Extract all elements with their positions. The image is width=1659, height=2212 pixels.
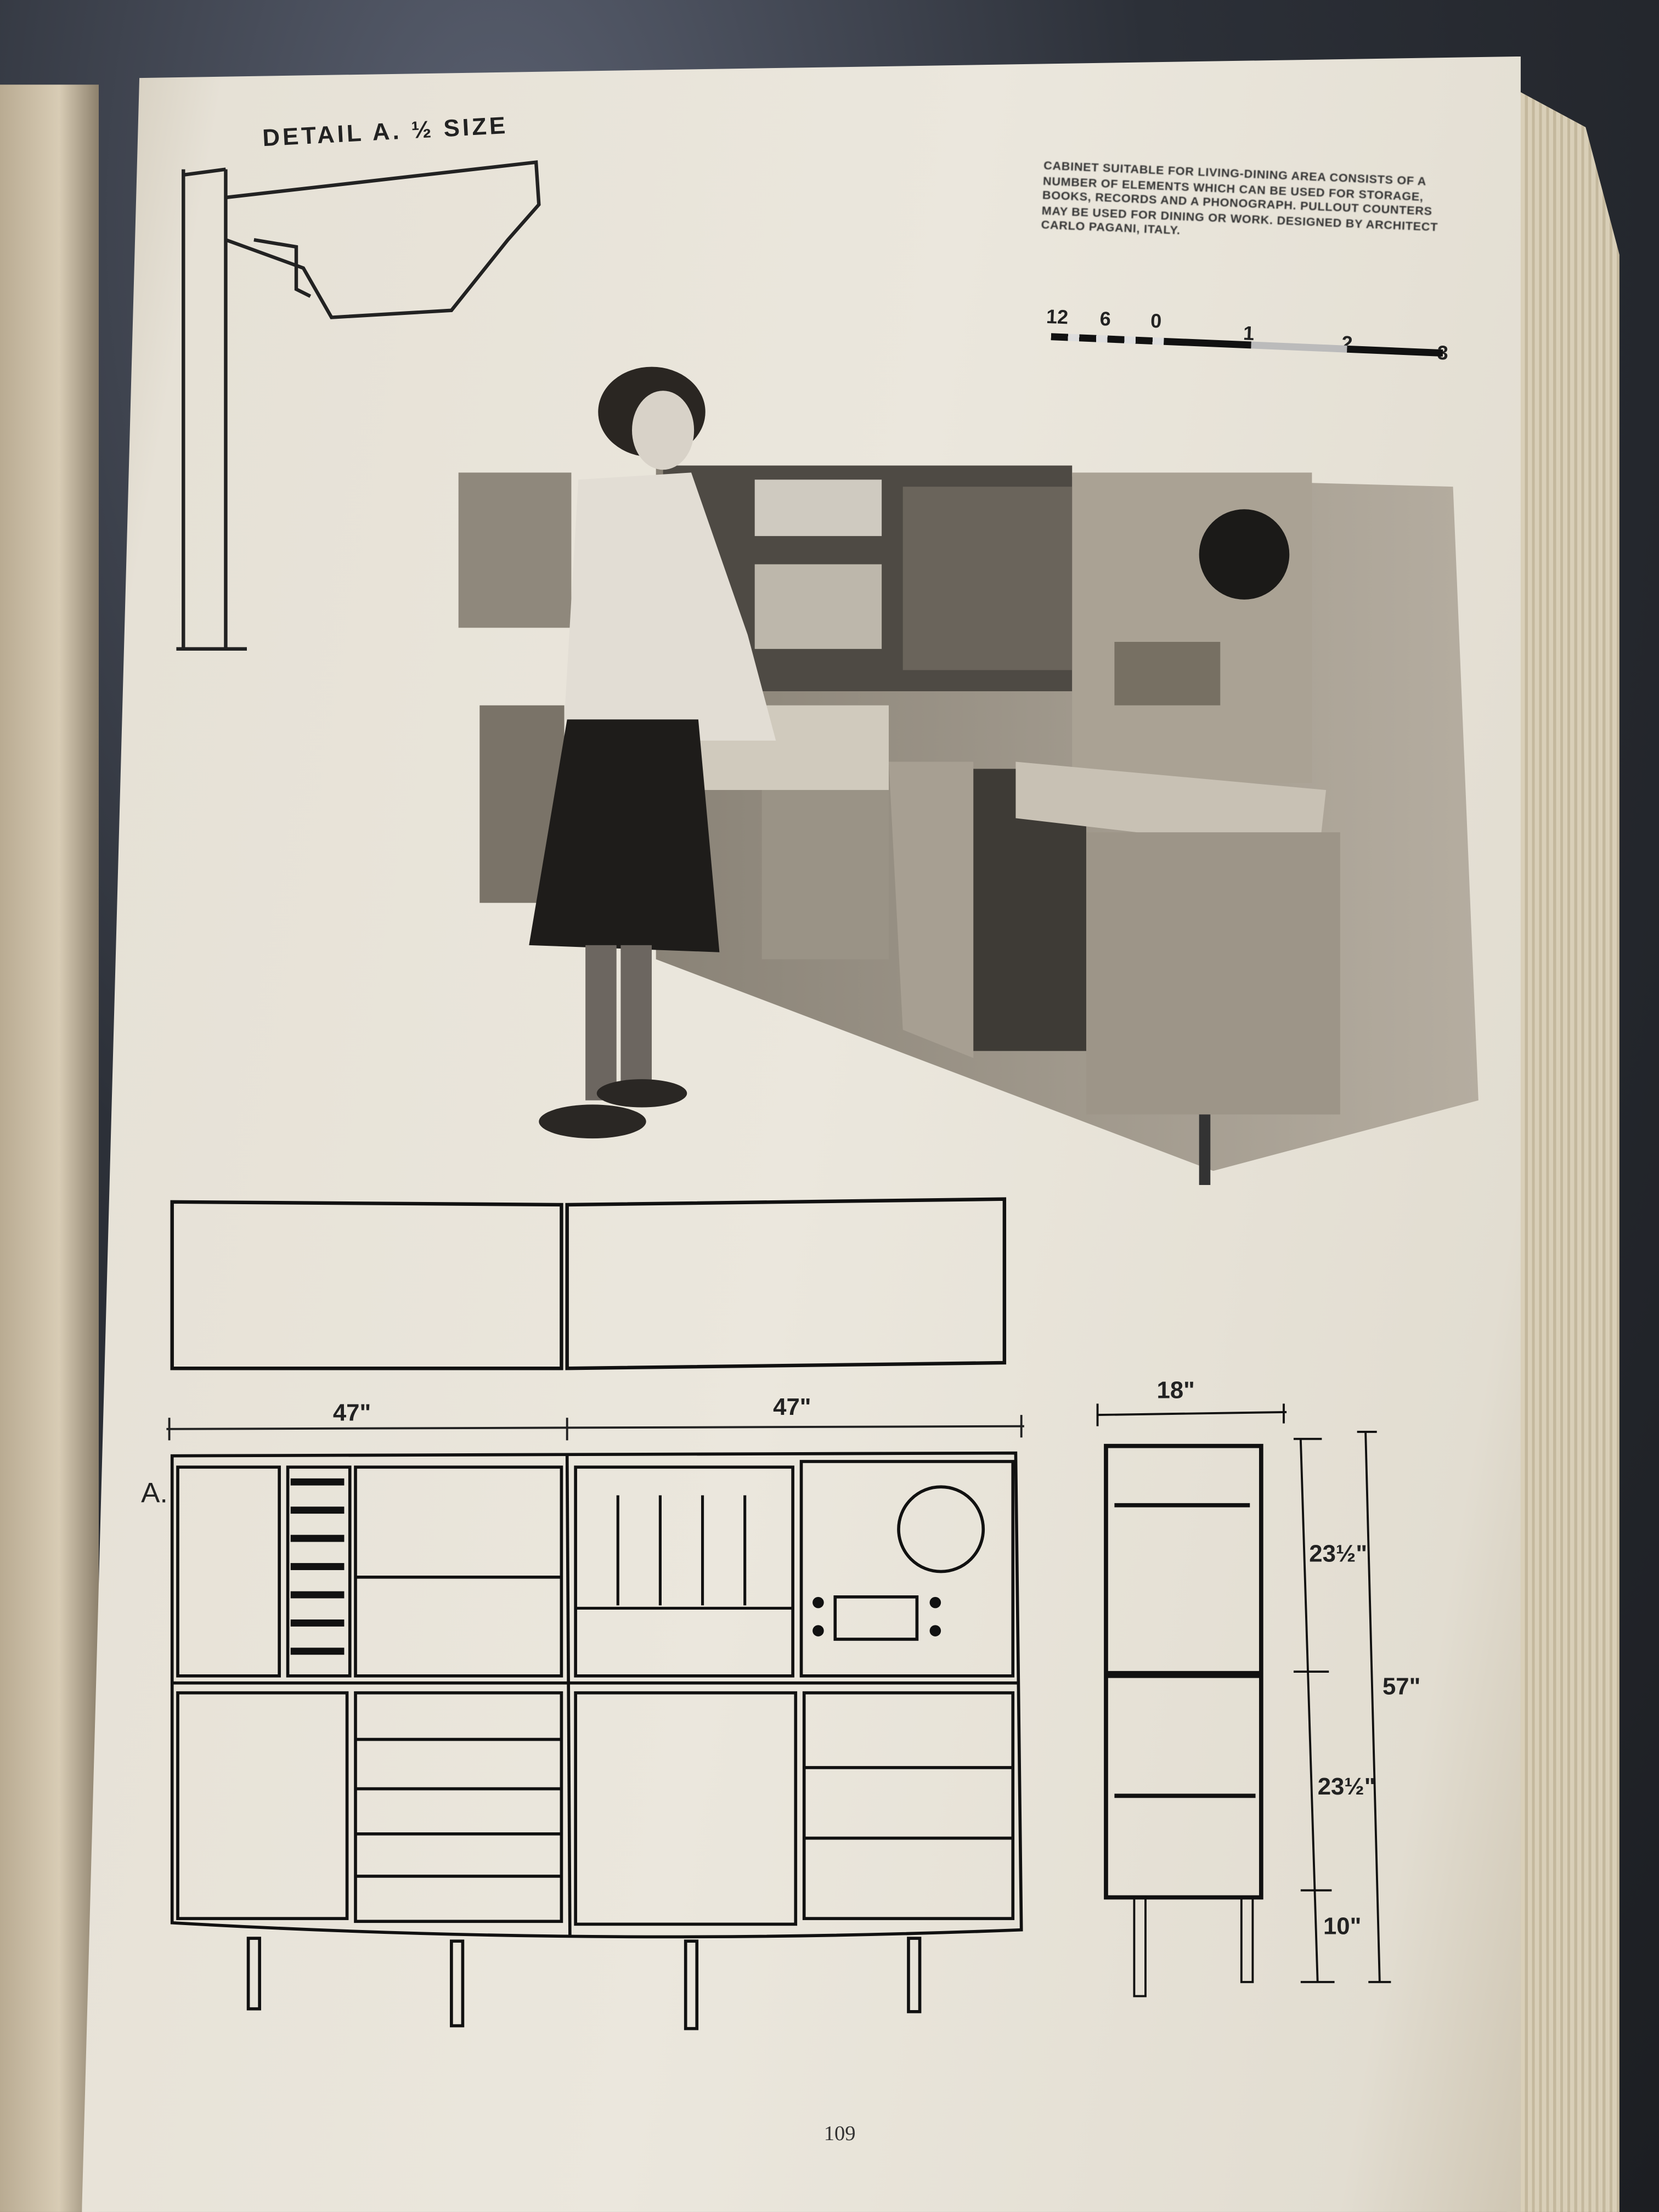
cabinet-side-section [1096, 1403, 1391, 1997]
section-marker: A. [141, 1478, 168, 1510]
detail-a-drawing [176, 160, 541, 651]
scale-label: 12 [1046, 304, 1069, 329]
dim-leg-height: 10" [1323, 1912, 1362, 1940]
scale-bar-segment [1051, 333, 1164, 345]
scale-bar-segment [1347, 345, 1443, 357]
cabinet-photo [458, 366, 1479, 1185]
page-stack-edges [1506, 84, 1620, 2212]
dim-total-height: 57" [1382, 1673, 1421, 1700]
dim-upper-height: 23½" [1309, 1540, 1368, 1567]
cabinet-plan-view [170, 1197, 1007, 1370]
dim-width-right: 47" [773, 1393, 811, 1421]
scale-label: 6 [1099, 307, 1111, 330]
scale-bar-segment [1251, 341, 1347, 353]
cabinet-front-elevation [170, 1451, 1023, 2030]
dim-lower-height: 23½" [1317, 1773, 1376, 1801]
dim-width-left: 47" [332, 1399, 371, 1426]
dim-depth: 18" [1156, 1376, 1195, 1404]
left-page-edge [0, 84, 99, 2212]
scale-label: 0 [1150, 309, 1163, 332]
width-dimension-lines [166, 1415, 1024, 1441]
page-number: 109 [823, 2123, 856, 2146]
scale-bar-segment [1164, 337, 1251, 349]
